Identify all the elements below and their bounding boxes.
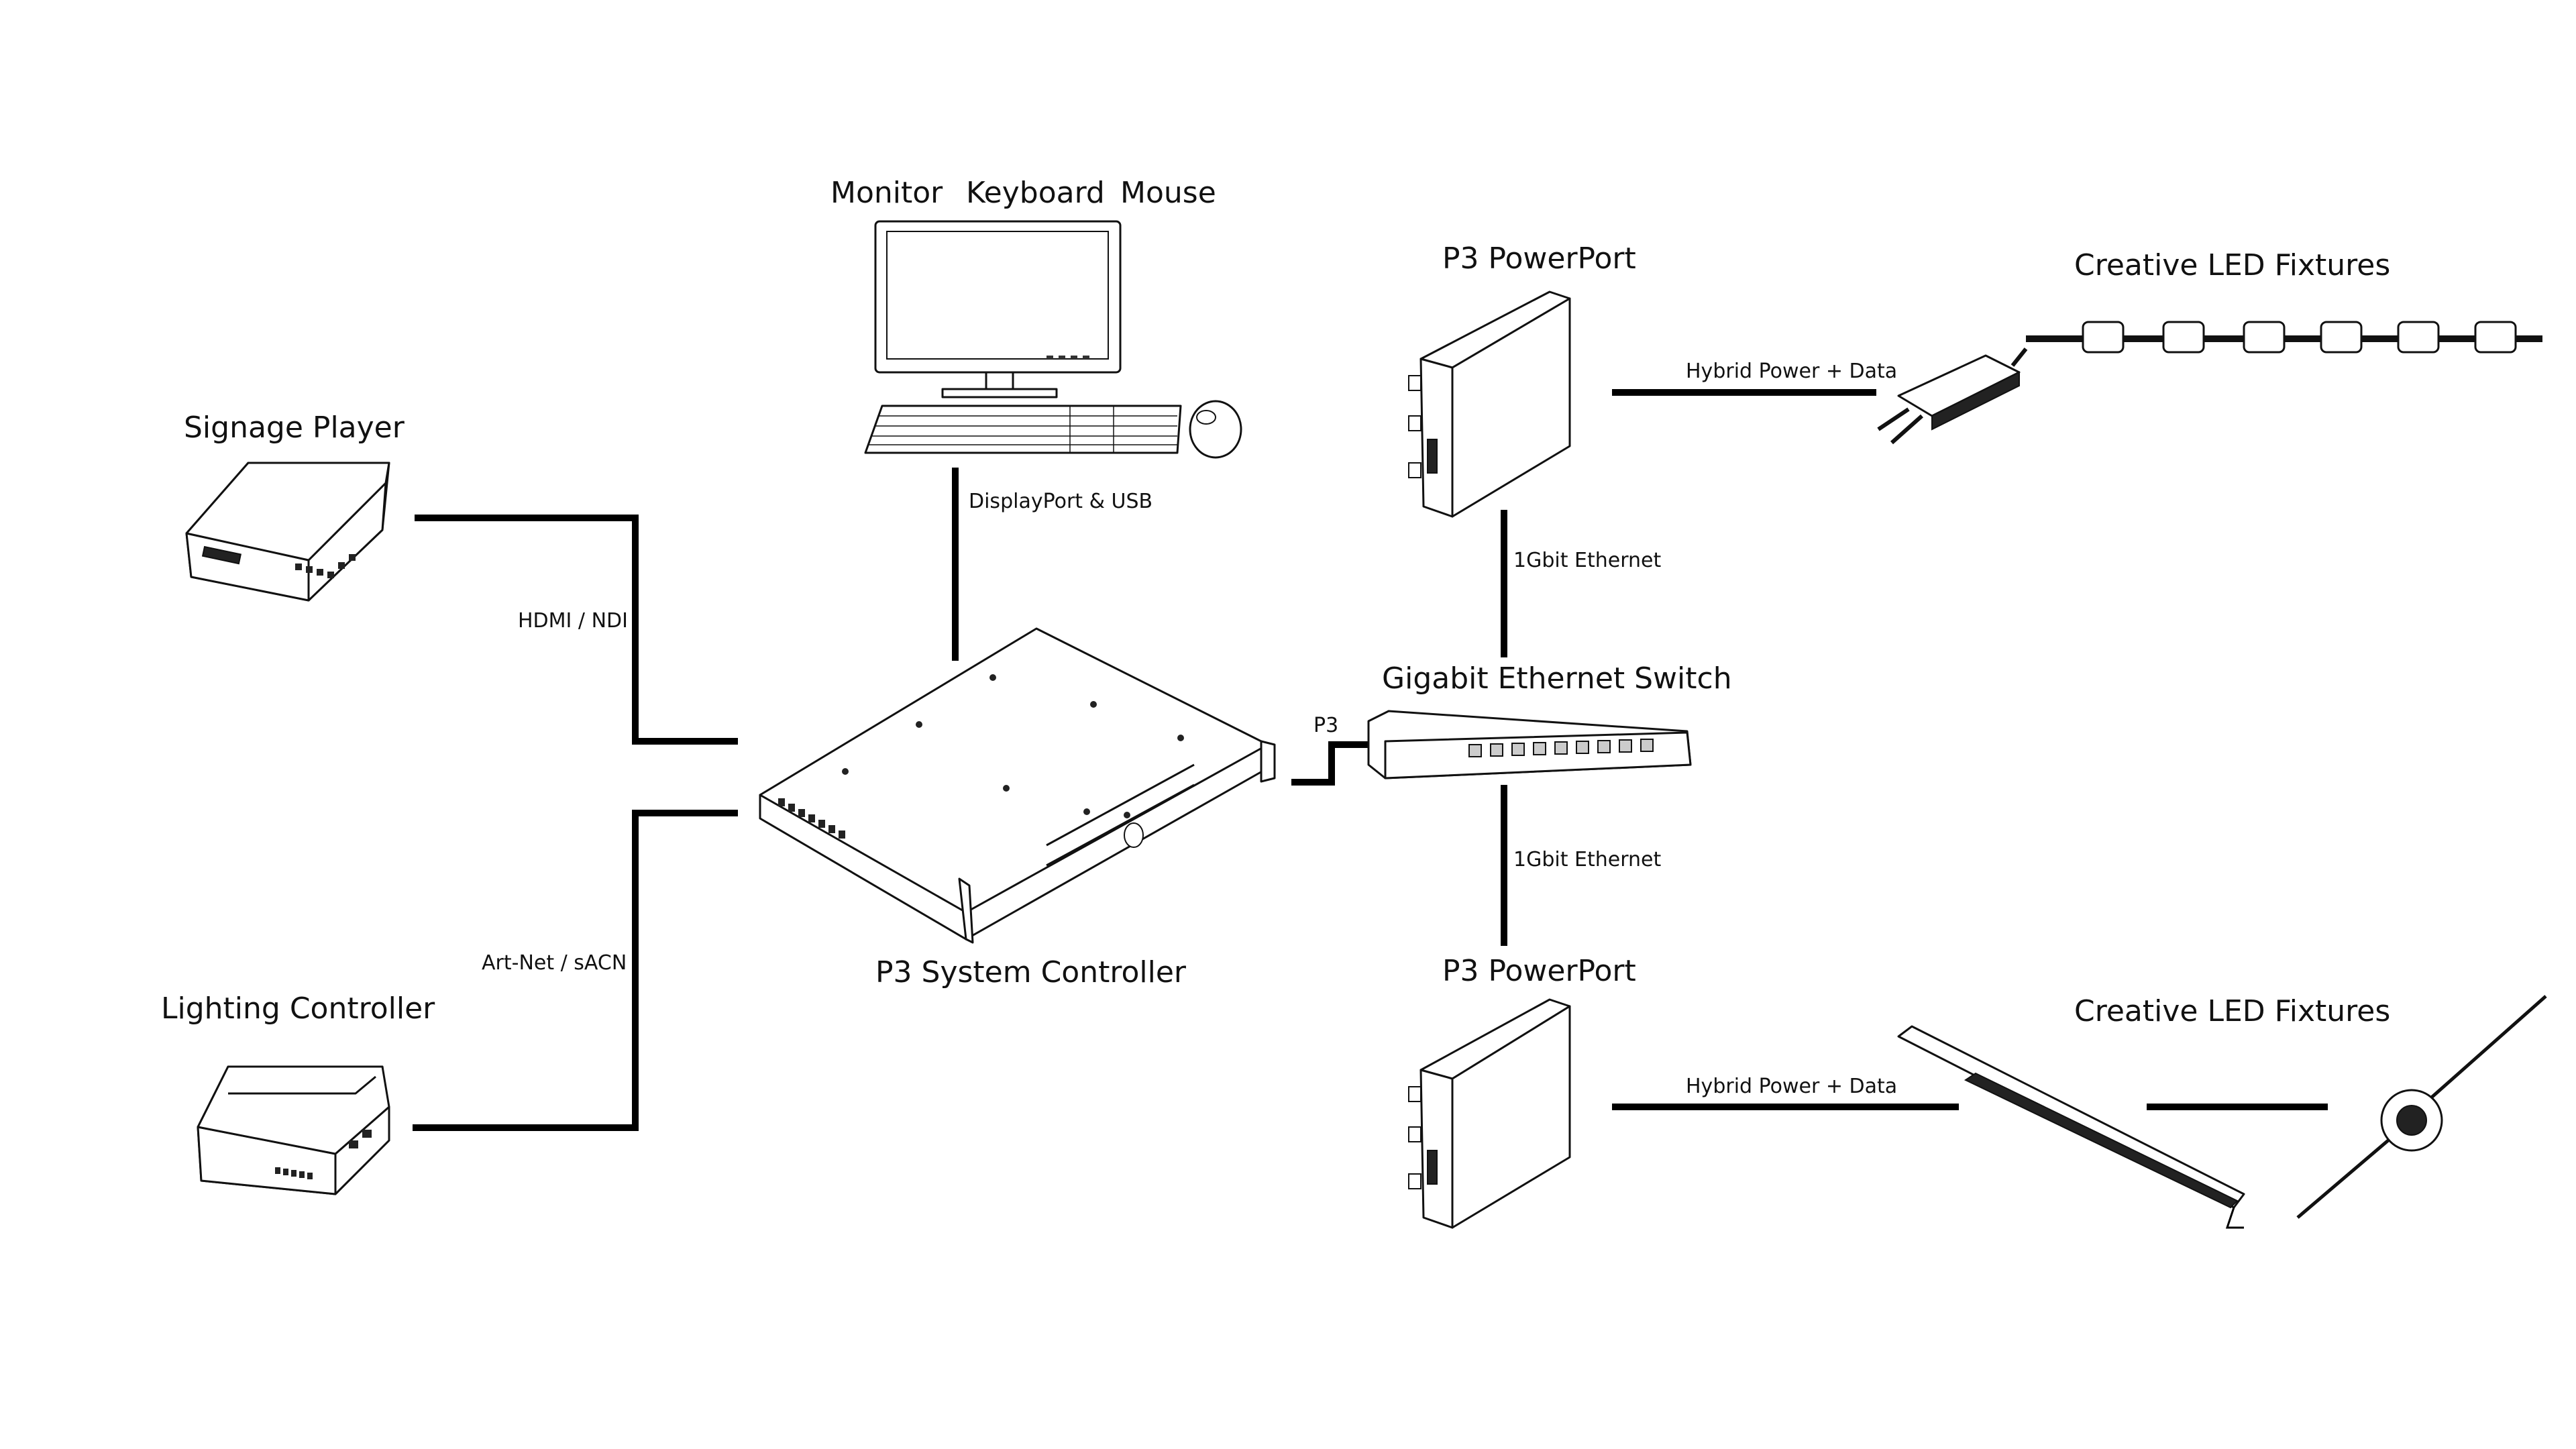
system-controller-device [759,627,1276,944]
connection-wires [413,389,2328,1131]
displayport-usb-label: DisplayPort & USB [969,490,1153,513]
ethernet-bottom-label: 1Gbit Ethernet [1513,848,1662,871]
wire-hdmi-ndi [415,515,738,745]
monitor-device [874,220,1122,398]
lighting-controller-label: Lighting Controller [161,991,435,1026]
wire-artnet-sacn [413,810,738,1131]
hybrid-bottom-label: Hybrid Power + Data [1686,1075,1898,1098]
fixtures-top-label: Creative LED Fixtures [2074,248,2391,282]
signage-player-label: Signage Player [184,411,405,445]
ethernet-switch-device [1367,710,1692,780]
ethernet-top-label: 1Gbit Ethernet [1513,549,1662,572]
keyboard-label: Keyboard [966,176,1105,210]
p3-label: P3 [1313,714,1339,737]
monitor-label: Monitor [830,176,943,210]
powerport-top-label: P3 PowerPort [1442,241,1636,276]
mouse-device [1189,400,1242,459]
lighting-controller-device [197,1065,390,1195]
powerport-bottom-label: P3 PowerPort [1442,954,1636,988]
powerport-bottom-device [1408,998,1571,1229]
led-fixtures-bottom [1897,995,2547,1229]
artnet-sacn-label: Art-Net / sACN [482,951,627,975]
switch-label: Gigabit Ethernet Switch [1382,661,1732,696]
keyboard-device [864,405,1182,454]
system-controller-label: P3 System Controller [875,955,1187,989]
led-fixtures-top [1877,321,2542,445]
wire-p3 [1291,741,1372,786]
mouse-label: Mouse [1120,176,1216,210]
fixtures-bottom-label: Creative LED Fixtures [2074,994,2391,1028]
signage-player-device [185,462,390,602]
hybrid-top-label: Hybrid Power + Data [1686,360,1898,383]
hdmi-ndi-label: HDMI / NDI [518,609,628,633]
powerport-top-device [1408,290,1571,518]
